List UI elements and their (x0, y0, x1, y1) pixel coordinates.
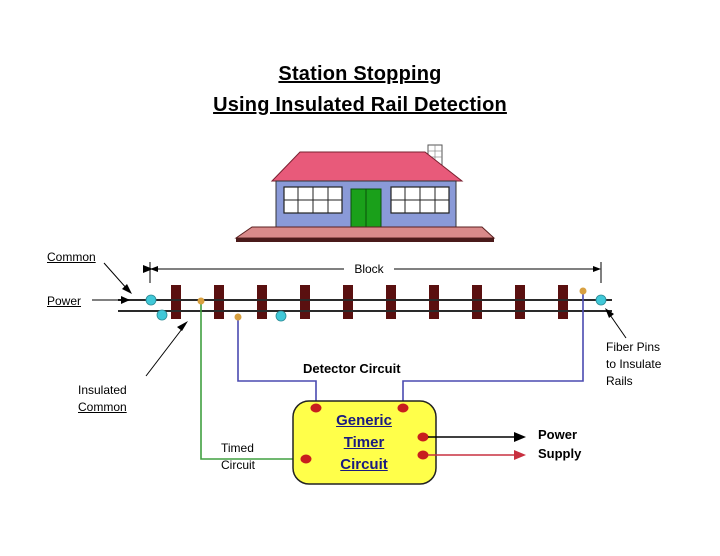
common-label: Common (47, 250, 96, 264)
timer-label-1: Generic (336, 412, 392, 429)
fiber-pin (275, 310, 287, 322)
block-dimension (143, 262, 602, 283)
insulated-common-label-2: Common (78, 400, 127, 414)
detector-wire-right (402, 293, 584, 404)
terminal-top-right (397, 403, 409, 413)
terminal-left (300, 454, 312, 464)
track-tie (343, 285, 353, 319)
contact-point (234, 313, 242, 321)
track-tie (300, 285, 310, 319)
fiber-pin (156, 309, 168, 321)
timer-terminals (300, 403, 429, 464)
track-tie (214, 285, 224, 319)
track-ties (171, 285, 568, 319)
power-supply-label-1: Power (538, 427, 578, 442)
insulated-common-leader (145, 324, 186, 377)
arrow-right-icon (514, 450, 526, 460)
timed-circuit-wire (200, 302, 306, 460)
track-tie (472, 285, 482, 319)
terminal-right-bottom (417, 450, 429, 460)
fiber-pins-label-1: Fiber Pins (606, 340, 661, 354)
contact-points (197, 287, 587, 321)
power-label: Power (47, 294, 82, 308)
title-line-1: Station Stopping (278, 63, 442, 85)
timed-circuit-label-1: Timed (221, 441, 254, 455)
contact-point (579, 287, 587, 295)
terminal-top-left (310, 403, 322, 413)
terminal-right-top (417, 432, 429, 442)
track-tie (558, 285, 568, 319)
detector-wire-left (237, 318, 317, 404)
timer-label-3: Circuit (340, 456, 388, 473)
fiber-pins-label-3: Rails (606, 374, 633, 388)
contact-point (197, 297, 205, 305)
station-house-icon (234, 144, 496, 242)
track-tie (257, 285, 267, 319)
timed-circuit-label-2: Circuit (221, 458, 256, 472)
insulated-common-label-1: Insulated (78, 383, 127, 397)
block-label: Block (344, 262, 394, 276)
detector-circuit-label: Detector Circuit (303, 361, 401, 376)
fiber-pin (145, 294, 157, 306)
timer-box (292, 400, 437, 485)
power-supply-label-2: Supply (538, 446, 582, 461)
track-rails (118, 299, 612, 312)
track-tie (386, 285, 396, 319)
arrow-right-icon (514, 432, 526, 442)
track-tie (171, 285, 181, 319)
timer-label-2: Timer (343, 434, 385, 451)
title-line-2: Using Insulated Rail Detection (213, 94, 507, 116)
fiber-pins (145, 294, 607, 322)
common-leader (103, 262, 129, 291)
fiber-pin (595, 294, 607, 306)
track-tie (515, 285, 525, 319)
fiber-pins-label-2: to Insulate (606, 357, 662, 371)
track-tie (429, 285, 439, 319)
